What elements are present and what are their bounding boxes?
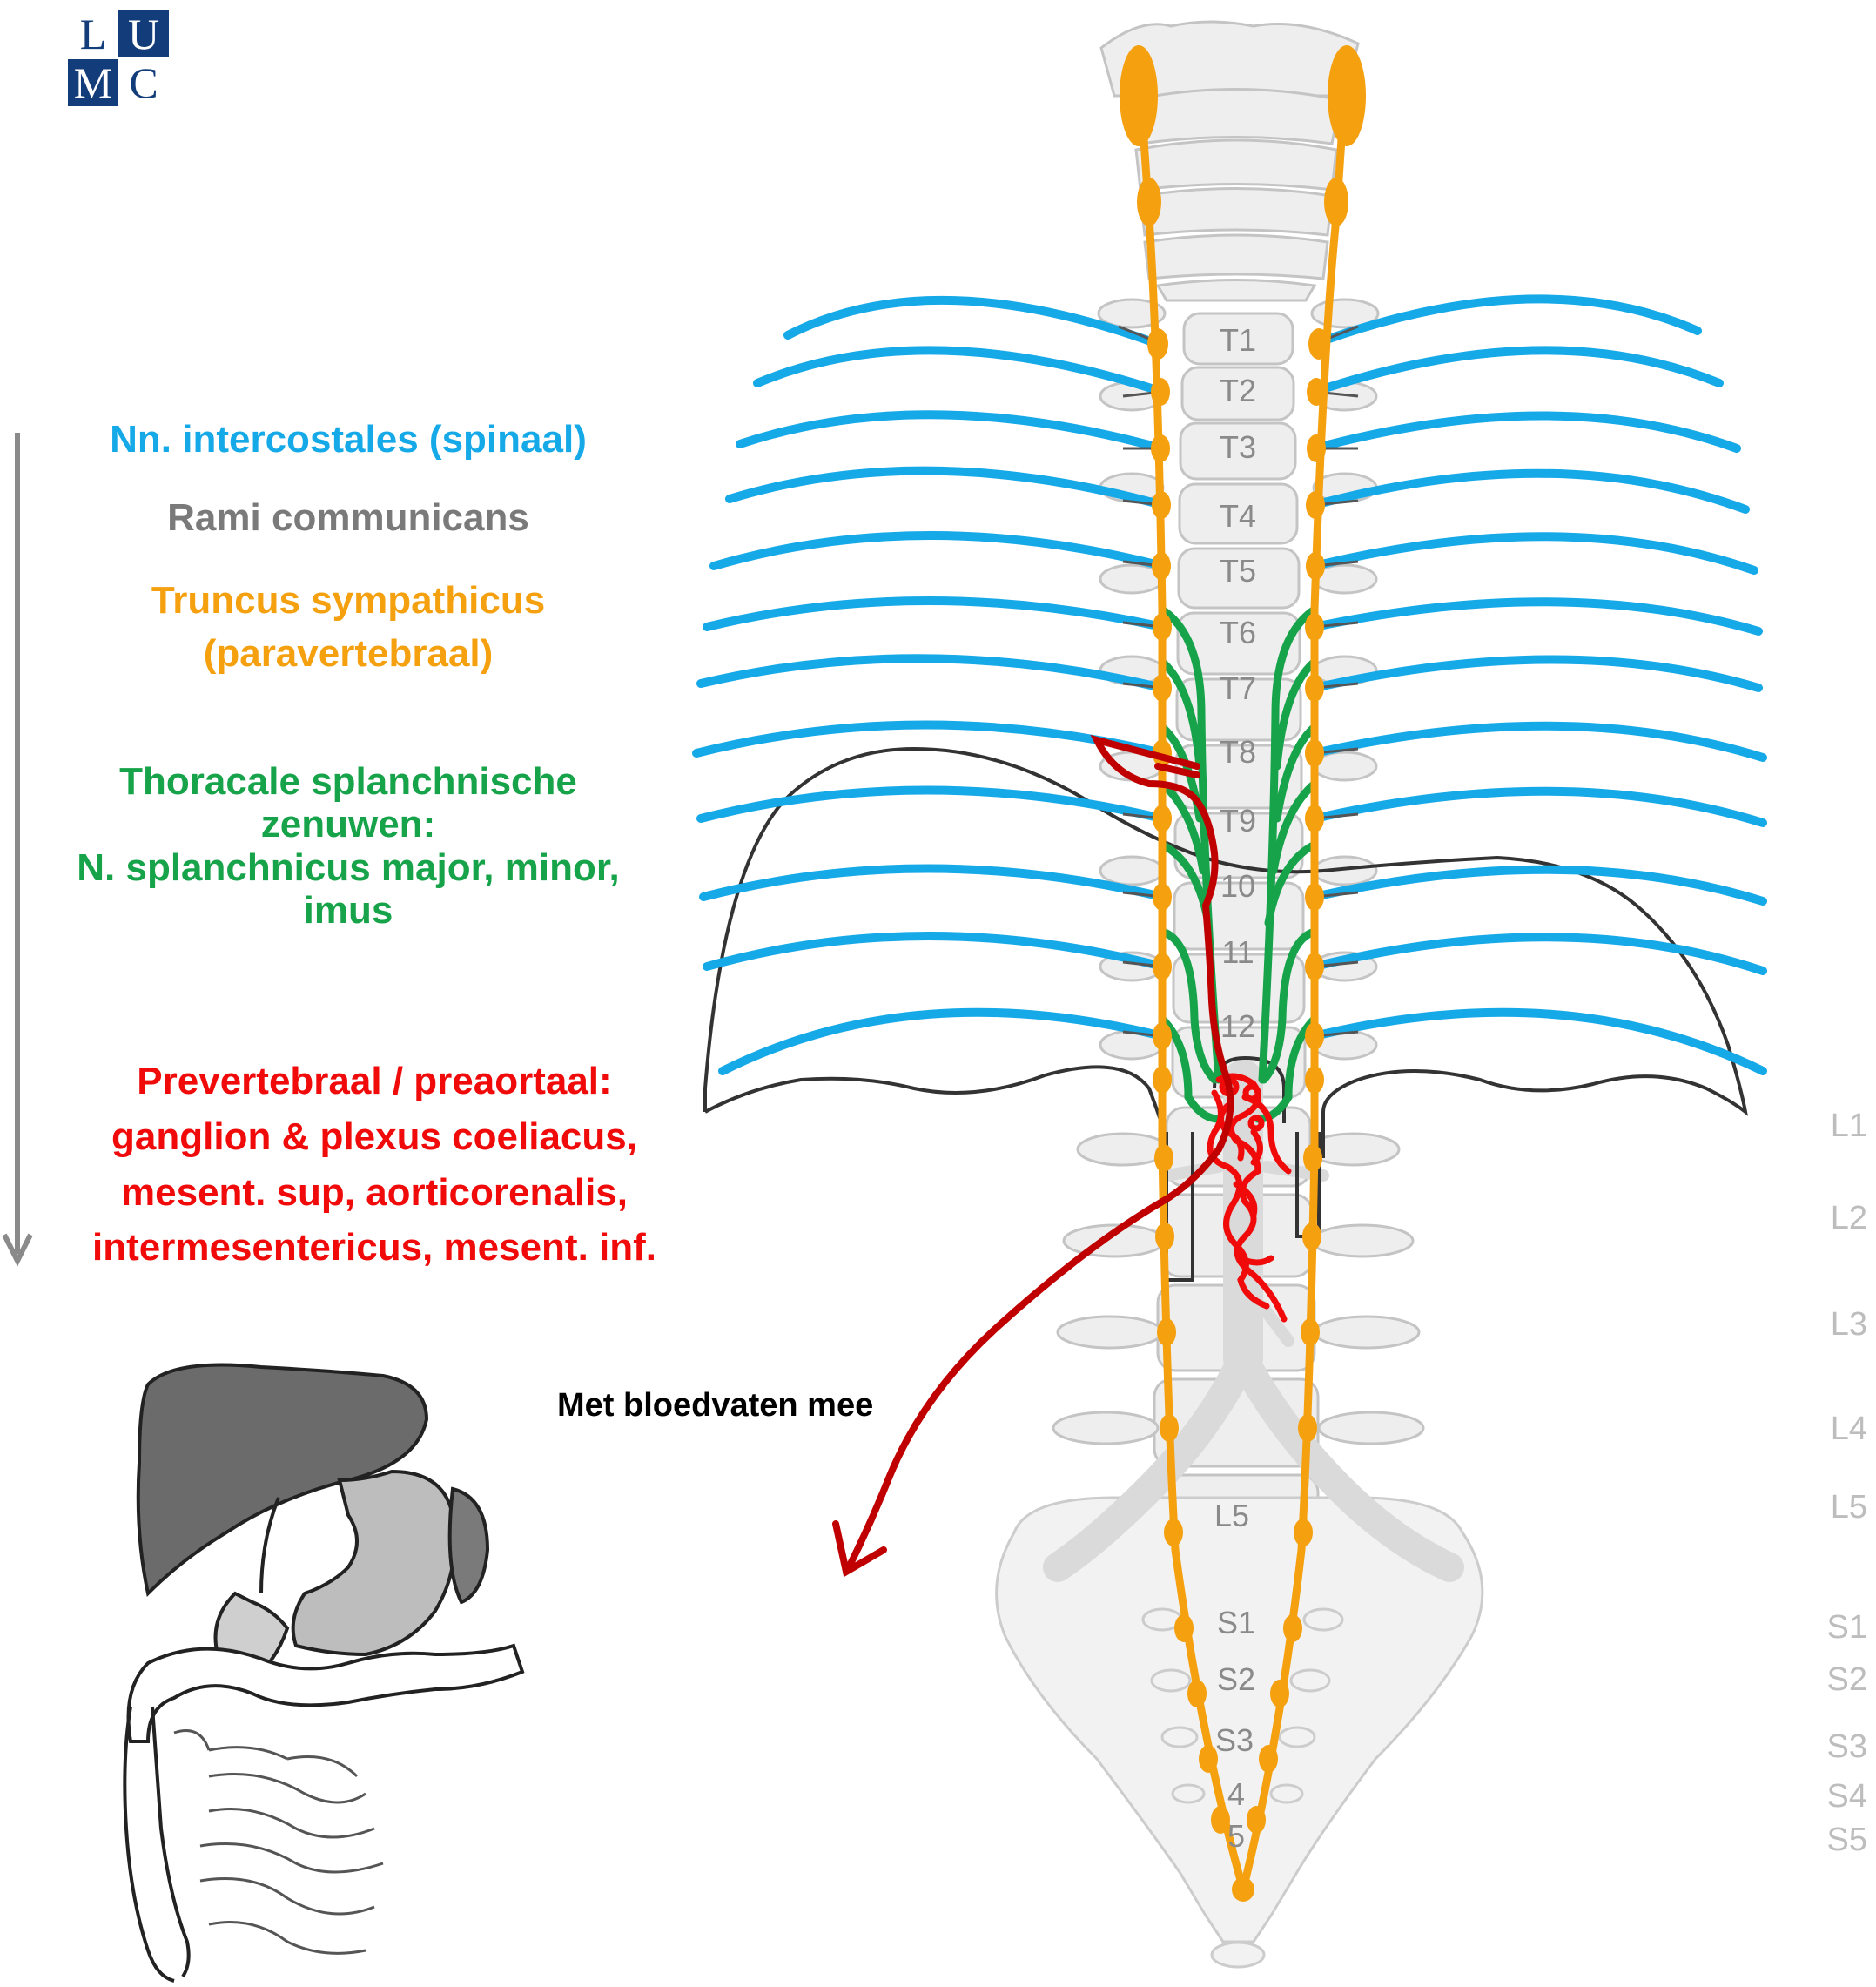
legend-truncus-line1: Truncus sympathicus — [26, 579, 670, 622]
level-label: S3 — [1798, 1728, 1867, 1766]
legend-prevert-line1: Prevertebraal / preaortaal: — [52, 1054, 696, 1109]
vertebra-label: L5 — [1197, 1498, 1267, 1534]
legend-splanch-line4: imus — [26, 889, 670, 932]
vertebra-label: 10 — [1203, 868, 1273, 905]
level-label: S1 — [1798, 1609, 1867, 1647]
level-label: L2 — [1798, 1200, 1867, 1237]
level-label: L4 — [1798, 1411, 1867, 1448]
vertebra-label: T8 — [1203, 734, 1273, 771]
vertebra-label: 11 — [1203, 934, 1273, 971]
legend-splanchnic: Thoracale splanchnische zenuwen: N. spla… — [26, 760, 670, 932]
vertebra-label: T6 — [1203, 615, 1273, 651]
legend-splanch-line1: Thoracale splanchnische — [26, 760, 670, 803]
level-label: S2 — [1798, 1661, 1867, 1699]
vertebra-label: 12 — [1203, 1008, 1273, 1045]
legend-intercostales-text: Nn. intercostales (spinaal) — [26, 418, 670, 461]
legend-prevertebral: Prevertebraal / preaortaal: ganglion & p… — [52, 1054, 696, 1276]
legend-intercostales: Nn. intercostales (spinaal) — [26, 418, 670, 461]
level-label: S5 — [1798, 1822, 1867, 1859]
legend-splanch-line3: N. splanchnicus major, minor, — [26, 846, 670, 889]
legend-prevert-line3: mesent. sup, aorticorenalis, — [52, 1165, 696, 1221]
vertebra-label: T1 — [1203, 322, 1273, 359]
legend-rami: Rami communicans — [26, 496, 670, 539]
legend-splanch-line2: zenuwen: — [26, 803, 670, 845]
vertebra-label: T9 — [1203, 803, 1273, 839]
intercostal-nerves-left — [696, 300, 1162, 1071]
vertebra-label: S1 — [1201, 1605, 1271, 1641]
legend-truncus: Truncus sympathicus (paravertebraal) — [26, 579, 670, 676]
legend-prevert-line4: intermesentericus, mesent. inf. — [52, 1220, 696, 1276]
vertebra-label: S2 — [1201, 1661, 1271, 1698]
level-label: L3 — [1798, 1306, 1867, 1344]
level-label: S4 — [1798, 1778, 1867, 1815]
vertebra-label: T3 — [1203, 429, 1273, 466]
vertebra-label: 4 — [1201, 1776, 1271, 1813]
intercostal-nerves-right — [1315, 299, 1763, 1071]
level-label: L5 — [1798, 1489, 1867, 1526]
legend-prevert-line2: ganglion & plexus coeliacus, — [52, 1109, 696, 1165]
vertebra-label: T2 — [1203, 373, 1273, 409]
legend-truncus-line2: (paravertebraal) — [26, 632, 670, 675]
level-label: L1 — [1798, 1108, 1867, 1145]
legend-rami-text: Rami communicans — [26, 496, 670, 539]
vertebra-label: T7 — [1203, 670, 1273, 707]
vertebra-label: T4 — [1203, 498, 1273, 535]
vertebra-label: S3 — [1200, 1722, 1269, 1759]
digestive-organs — [124, 1365, 522, 1982]
vessel-arrow-label: Met bloedvaten mee — [557, 1387, 873, 1425]
vertebra-label: T5 — [1203, 553, 1273, 589]
vertebra-label: 5 — [1201, 1818, 1271, 1855]
